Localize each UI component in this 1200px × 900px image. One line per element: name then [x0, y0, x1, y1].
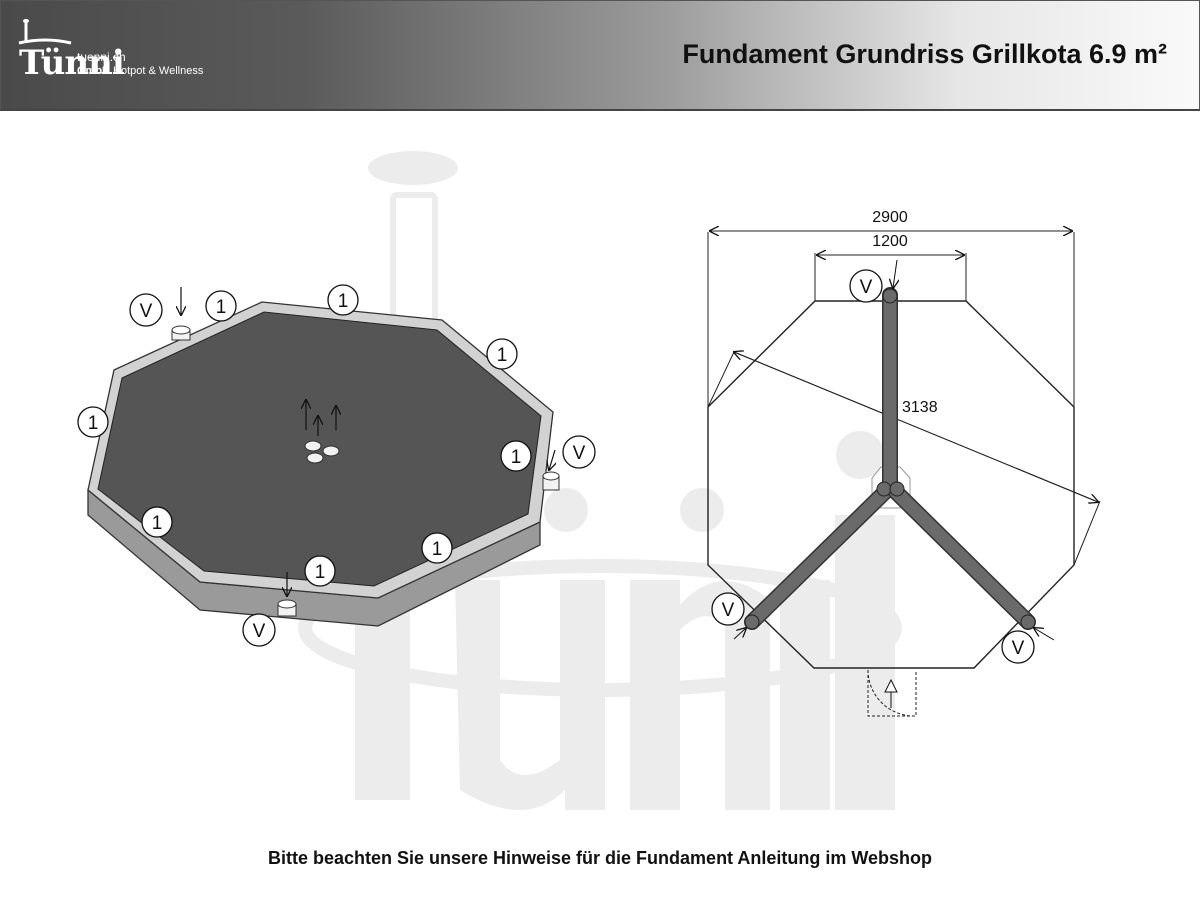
vent-bottom [277, 572, 297, 617]
plan-outline [707, 300, 1075, 669]
door-symbol [867, 669, 917, 717]
vent-top [171, 287, 191, 341]
svg-text:V: V [140, 301, 153, 322]
svg-text:1: 1 [338, 291, 349, 312]
svg-text:1: 1 [497, 345, 508, 366]
vent-right [542, 449, 560, 491]
part-label-1-b: 1 [327, 284, 359, 316]
svg-text:1: 1 [511, 447, 522, 468]
part-label-1-h: 1 [304, 555, 336, 587]
svg-text:1: 1 [315, 562, 326, 583]
svg-text:V: V [1012, 638, 1025, 659]
plan-vent-label-right: V [1001, 630, 1035, 664]
foundation-diagram: 1 1 1 1 1 1 1 1 V V V 2900 1200 3138 [77, 151, 1101, 810]
tub-icon [18, 19, 72, 45]
part-label-1-d: 1 [77, 406, 109, 438]
dimension-side: 1200 [872, 233, 908, 250]
svg-text:V: V [722, 600, 735, 621]
svg-text:1: 1 [152, 513, 163, 534]
dimension-diagonal: 3138 [902, 399, 938, 416]
header-banner: Tünni tuenni.ch GmbH Hotpot & Wellness F… [0, 0, 1200, 111]
svg-text:1: 1 [432, 539, 443, 560]
logo-tagline: GmbH Hotpot & Wellness [77, 64, 203, 78]
vent-label-bottom: V [242, 613, 276, 647]
svg-text:1: 1 [216, 297, 227, 318]
part-label-1-c: 1 [486, 338, 518, 370]
dimension-total: 2900 [872, 209, 908, 226]
plan-view: 2900 1200 3138 V V V [707, 209, 1101, 717]
svg-text:1: 1 [88, 413, 99, 434]
part-label-1-e: 1 [500, 440, 532, 472]
svg-text:V: V [860, 277, 873, 298]
part-label-1-f: 1 [141, 506, 173, 538]
plan-vent-label-left: V [711, 592, 745, 626]
svg-text:V: V [253, 621, 266, 642]
plan-vent-label-top: V [849, 269, 883, 303]
company-logo: Tünni tuenni.ch GmbH Hotpot & Wellness [15, 17, 215, 87]
logo-wordmark: Tünni [19, 43, 125, 83]
svg-text:V: V [573, 443, 586, 464]
part-label-1-a: 1 [205, 290, 237, 322]
page-title: Fundament Grundriss Grillkota 6.9 m² [682, 39, 1167, 69]
footer-note: Bitte beachten Sie unsere Hinweise für d… [267, 848, 933, 868]
logo-tagline-rest: Hotpot & Wellness [110, 65, 204, 77]
part-label-1-g: 1 [421, 532, 453, 564]
logo-domain: tuenni.ch [77, 50, 126, 64]
vent-label-right: V [562, 435, 596, 469]
vent-label-top: V [129, 293, 163, 327]
logo-tagline-company: GmbH [77, 65, 110, 77]
isometric-view: 1 1 1 1 1 1 1 1 V V V [77, 284, 596, 647]
